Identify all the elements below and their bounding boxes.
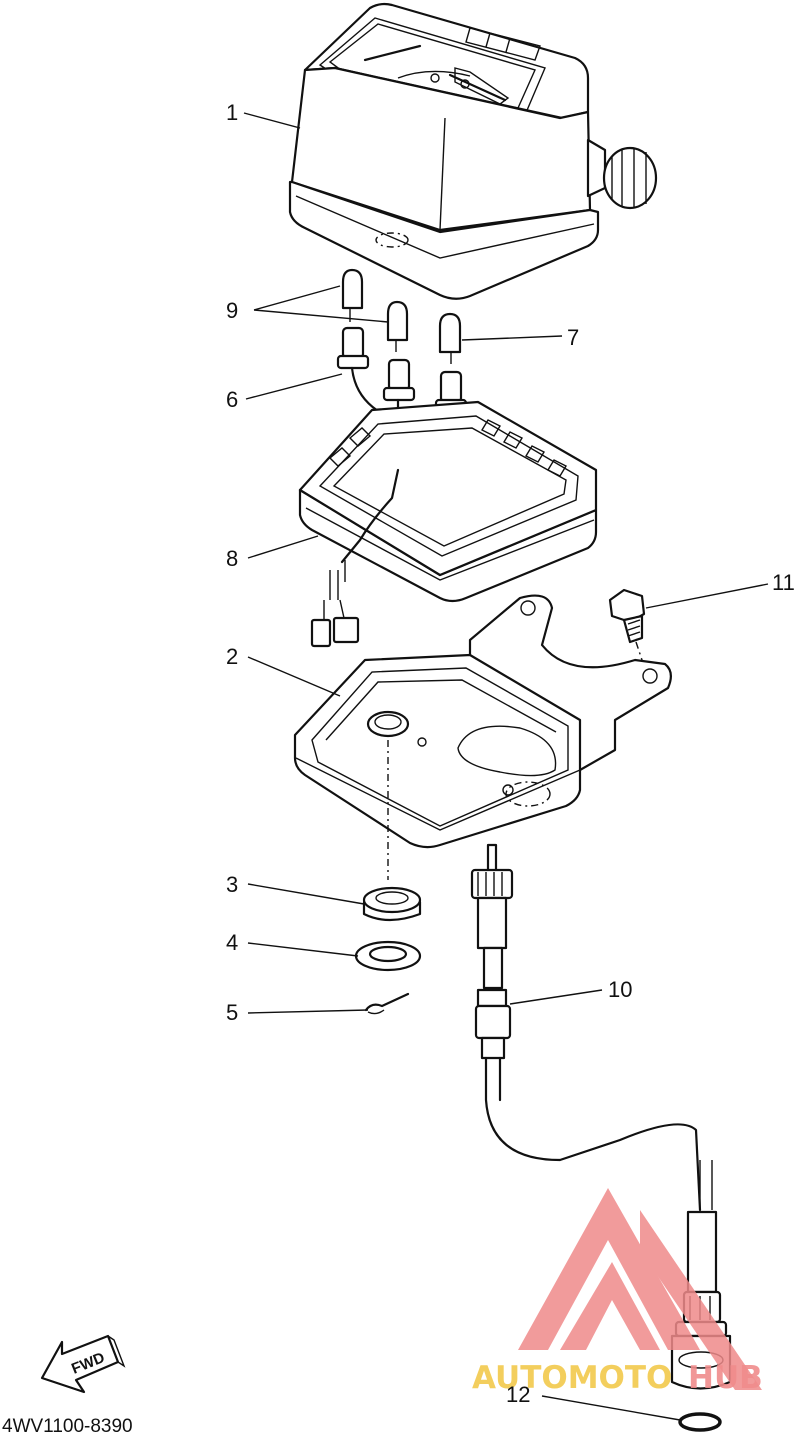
- bulb-middle: [386, 300, 409, 352]
- callout-2: 2: [226, 644, 238, 669]
- callout-6: 6: [226, 387, 238, 412]
- washer: [354, 940, 422, 972]
- callout-5: 5: [226, 1000, 238, 1025]
- watermark-logo: [518, 1188, 762, 1390]
- part-code: 4WV1100-8390: [2, 1416, 133, 1437]
- meter-housing: [288, 2, 658, 300]
- meter-gasket: [298, 400, 598, 648]
- fwd-arrow-icon: FWD: [40, 1334, 126, 1394]
- clip: [364, 992, 410, 1015]
- callout-11: 11: [772, 570, 795, 595]
- callout-12: 12: [506, 1382, 530, 1407]
- callout-numbers: 1 2 3 4 5 6 7 8 9 10 11 12: [226, 100, 795, 1407]
- meter-bracket: [293, 594, 672, 880]
- callout-7: 7: [567, 325, 579, 350]
- bulb-left: [341, 268, 364, 322]
- watermark-part-b: HUB: [688, 1360, 763, 1396]
- callout-9: 9: [226, 298, 238, 323]
- speedometer-cable: [470, 843, 732, 1390]
- bulb-right: [438, 312, 462, 364]
- callout-8: 8: [226, 546, 238, 571]
- callout-3: 3: [226, 872, 238, 897]
- o-ring: [678, 1412, 722, 1432]
- watermark-part-a: AUTOMOTO: [472, 1360, 672, 1396]
- watermark-text: AUTOMOTO HUB: [472, 1360, 763, 1396]
- bolt: [608, 588, 647, 673]
- grommet: [362, 886, 422, 922]
- callout-1: 1: [226, 100, 238, 125]
- callout-4: 4: [226, 930, 238, 955]
- callout-10: 10: [608, 977, 632, 1002]
- leader-lines: [243, 112, 769, 1421]
